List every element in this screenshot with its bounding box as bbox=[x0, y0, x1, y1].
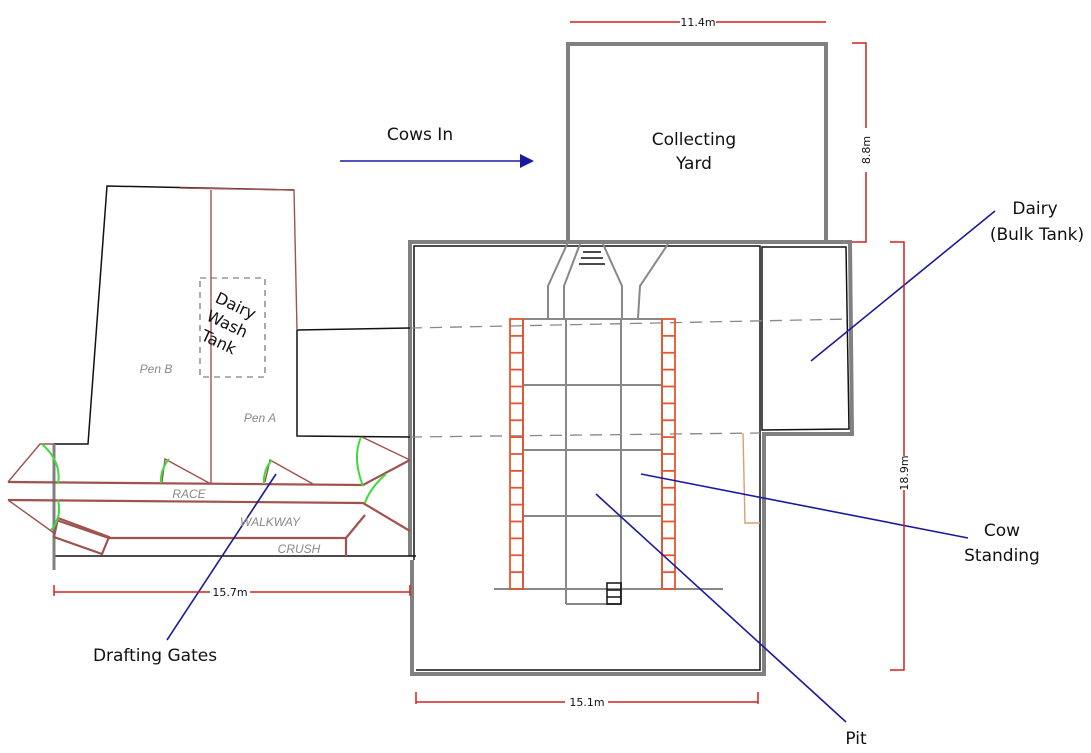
label-pit: Pit bbox=[845, 729, 867, 749]
dim-shed-depth: 18.9m bbox=[898, 455, 911, 490]
leader-dairy bbox=[810, 210, 996, 362]
bails-left bbox=[509, 318, 524, 590]
gate-2 bbox=[50, 499, 61, 531]
gate-3 bbox=[159, 458, 170, 484]
label-crush: CRUSH bbox=[278, 542, 321, 556]
label-drafting-gates: Drafting Gates bbox=[93, 646, 217, 666]
race-lanes bbox=[7, 436, 411, 556]
label-collecting-yard-1: Collecting bbox=[652, 130, 736, 150]
leader-cow-standing bbox=[640, 473, 969, 539]
leader-pit bbox=[595, 493, 847, 723]
bulk-tank-room bbox=[761, 246, 850, 431]
dim-yards-width: 15.7m bbox=[212, 586, 247, 599]
label-cow-standing-2: Standing bbox=[964, 546, 1040, 566]
label-race: RACE bbox=[172, 487, 206, 501]
arrow-head-icon bbox=[520, 154, 534, 168]
side-rail bbox=[742, 432, 760, 524]
label-collecting-yard-2: Yard bbox=[675, 154, 712, 174]
dim-yard-depth: 8.8m bbox=[860, 136, 873, 164]
label-wash-tank: Dairy Wash Tank bbox=[197, 288, 259, 358]
bails-right bbox=[661, 318, 676, 590]
shed-building bbox=[408, 240, 855, 676]
leader-lines bbox=[166, 154, 996, 723]
roof-lines bbox=[409, 318, 853, 438]
pens bbox=[179, 187, 298, 484]
wash-tank-outline bbox=[199, 277, 266, 378]
left-yards-outline bbox=[52, 185, 416, 570]
leader-drafting bbox=[166, 473, 277, 641]
label-dairy-1: Dairy bbox=[1012, 199, 1057, 219]
dim-shed-width: 15.1m bbox=[569, 696, 604, 709]
label-walkway: WALKWAY bbox=[240, 515, 301, 529]
entry-funnel bbox=[547, 241, 669, 319]
label-pen-b: Pen B bbox=[140, 362, 173, 376]
dimension-lines bbox=[53, 21, 905, 704]
label-cow-standing-1: Cow bbox=[984, 521, 1020, 541]
dim-yard-width: 11.4m bbox=[680, 16, 715, 29]
label-pen-a: Pen A bbox=[244, 411, 276, 425]
collecting-yard bbox=[566, 42, 828, 242]
gate-1 bbox=[41, 443, 60, 485]
label-cows-in: Cows In bbox=[387, 125, 453, 145]
gate-5 bbox=[356, 436, 364, 487]
milking-pit bbox=[494, 318, 723, 605]
drafting-gates bbox=[41, 436, 387, 531]
gate-6 bbox=[364, 473, 387, 504]
label-dairy-2: (Bulk Tank) bbox=[990, 225, 1084, 245]
gate-4 bbox=[262, 459, 273, 485]
